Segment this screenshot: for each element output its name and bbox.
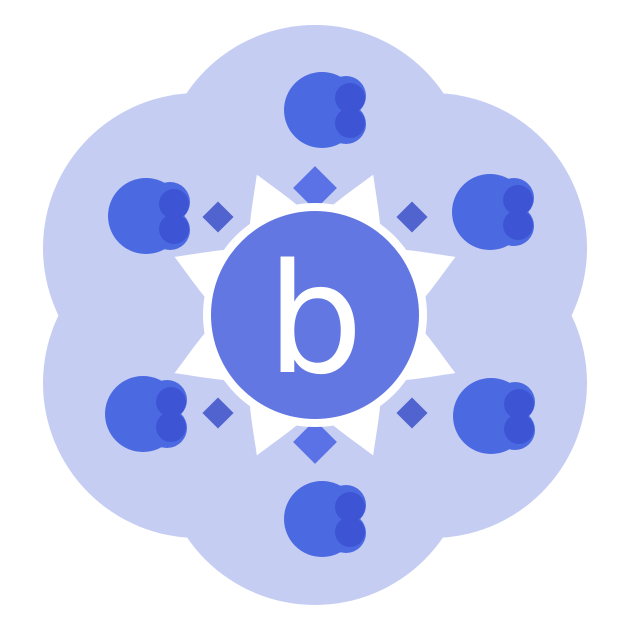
diamond-upper-left — [202, 201, 234, 233]
diamond-bottom — [293, 420, 337, 464]
top-left-notch — [25, 55, 95, 120]
diamond-top — [293, 166, 337, 210]
center-disc — [211, 211, 419, 419]
diamond-upper-right — [396, 201, 428, 233]
diamond-lower-right — [396, 397, 428, 429]
diamond-accents-main — [293, 166, 337, 464]
diamond-lower-left — [202, 397, 234, 429]
diamond-accents-diagonal — [202, 201, 428, 429]
logo-letter: b — [267, 231, 363, 408]
